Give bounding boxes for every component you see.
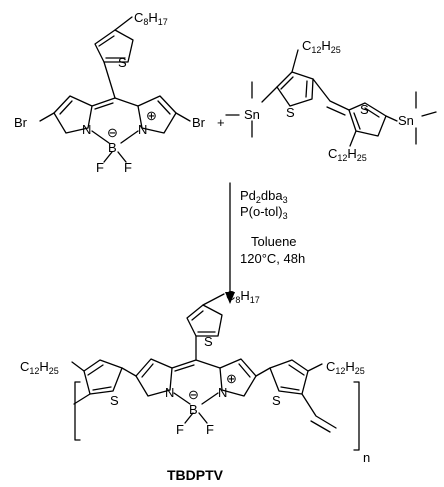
reactant-distannyl-tv: S C12H25 Sn S C12H25 Sn <box>225 38 437 163</box>
bromine-left: Br <box>14 115 28 130</box>
plus-sign: + <box>217 115 225 130</box>
solvent-line: Toluene <box>251 234 297 249</box>
tin-left: Sn <box>244 107 260 122</box>
boron: B <box>108 140 117 155</box>
bromine-right: Br <box>192 115 206 130</box>
dodecyl-bottom-label: C12H25 <box>328 146 367 163</box>
bodipy-core-r1: N N B F F ⊖ ⊕ Br Br <box>14 95 206 175</box>
fluorine-2-product: F <box>206 422 214 437</box>
boron-product: B <box>189 402 198 417</box>
thiophene-sulfur: S <box>118 55 127 70</box>
product-polymer: S C8H17 N N B F F ⊖ ⊕ S C12H25 <box>20 288 370 483</box>
octyl-chain-label: C8H17 <box>134 10 168 27</box>
fluorine-1: F <box>96 160 104 175</box>
nitrogen-positive-charge: ⊕ <box>146 108 157 123</box>
temperature-time-line: 120°C, 48h <box>240 251 305 266</box>
sulfur-left: S <box>286 105 295 120</box>
product-name: TBDPTV <box>167 467 224 483</box>
dodecyl-top-label: C12H25 <box>302 38 341 55</box>
dodecyl-right-label: C12H25 <box>326 359 365 376</box>
dodecyl-left-label: C12H25 <box>20 359 59 376</box>
boron-negative-charge: ⊖ <box>107 125 118 140</box>
octyl-chain-label-product: C8H17 <box>226 288 260 305</box>
catalyst-line: Pd2dba3 <box>240 188 288 205</box>
sulfur-right: S <box>360 102 369 117</box>
boron-charge-product: ⊖ <box>188 387 199 402</box>
ligand-line: P(o-tol)3 <box>240 204 288 221</box>
reaction-arrow <box>225 182 235 304</box>
nitrogen-charge-product: ⊕ <box>226 371 237 386</box>
tin-right: Sn <box>398 113 414 128</box>
nitrogen-right: N <box>138 122 147 137</box>
sulfur-right-product: S <box>272 393 281 408</box>
reaction-conditions: Pd2dba3 P(o-tol)3 Toluene 120°C, 48h <box>240 188 305 266</box>
fluorine-1-product: F <box>176 422 184 437</box>
fluorine-2: F <box>124 160 132 175</box>
thiophene-top-r1: S <box>94 16 134 70</box>
reactant-bodipy-dibromo: S C8H17 N N B F F ⊖ <box>14 10 206 175</box>
thiophene-right-r2: S <box>348 102 387 137</box>
sulfur-top: S <box>204 334 213 349</box>
repeat-unit-n: n <box>363 450 370 465</box>
nitrogen-right-product: N <box>218 385 227 400</box>
nitrogen-left: N <box>82 122 91 137</box>
thiophene-left-r2: S <box>276 71 314 120</box>
sulfur-left-product: S <box>110 393 119 408</box>
nitrogen-left-product: N <box>165 385 174 400</box>
